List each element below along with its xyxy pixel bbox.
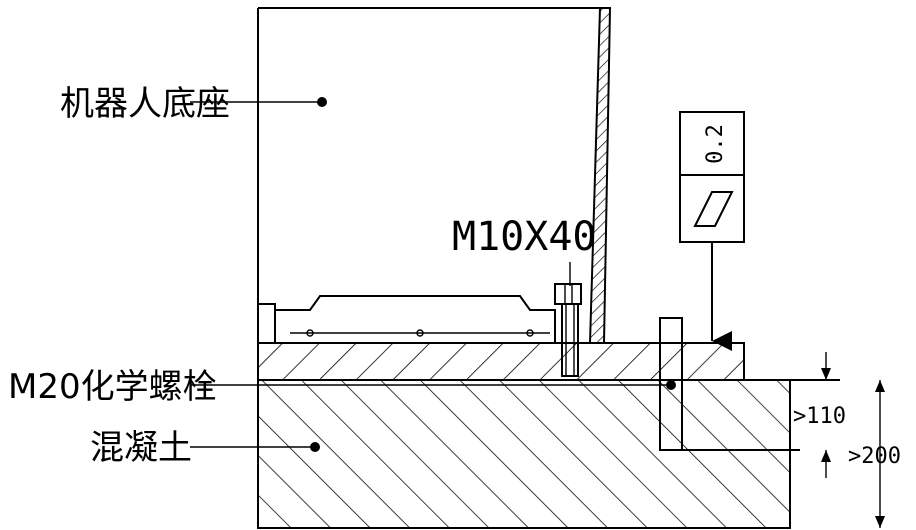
robot-base-body: [257, 7, 600, 343]
base-plate: [257, 342, 745, 381]
concrete-block: [257, 379, 791, 529]
tolerance-value: 0.2: [703, 124, 728, 164]
robot-base-wall: [588, 7, 612, 344]
leader-concrete: [190, 442, 320, 452]
label-concrete: 混凝土: [90, 428, 192, 468]
m20-anchor-bolt: [659, 317, 800, 451]
flatness-parallelogram-icon: [693, 191, 734, 227]
label-dim-200: >200: [848, 444, 901, 469]
leader-robot-base: [190, 97, 327, 107]
dimension-110: [821, 352, 831, 478]
label-anchor-bolt: M20化学螺栓: [8, 367, 217, 407]
label-robot-base: 机器人底座: [60, 84, 230, 124]
tolerance-frame: [679, 111, 745, 351]
dimension-200: [875, 380, 885, 528]
label-m10-screw: M10X40: [452, 214, 597, 260]
label-dim-110: >110: [793, 404, 846, 429]
m10-screw: [554, 262, 582, 377]
